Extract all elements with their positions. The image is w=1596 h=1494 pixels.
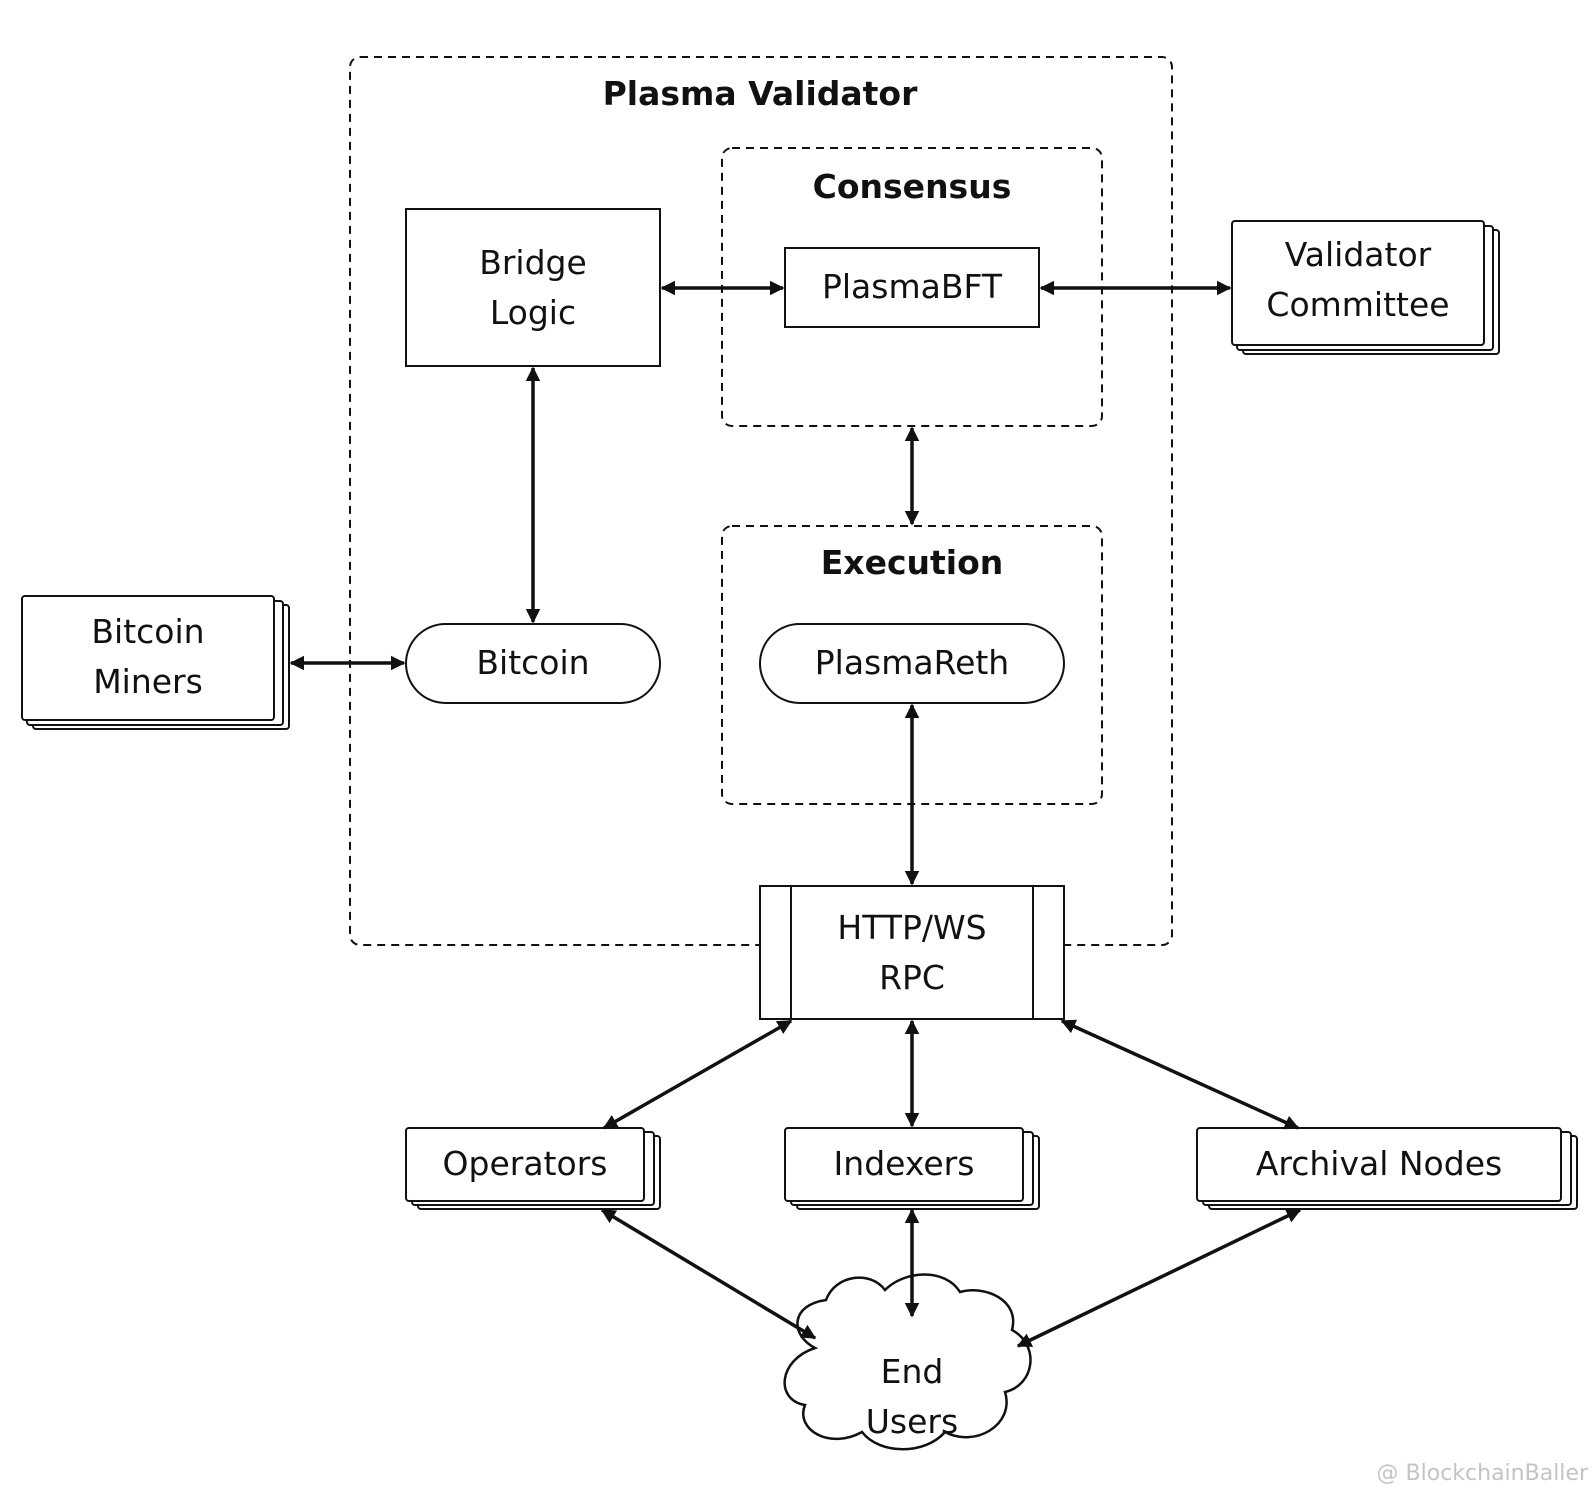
arrow-operators-users [600, 1208, 817, 1340]
validator-committee-stack [1231, 220, 1500, 355]
bridge-logic-box [405, 208, 661, 367]
bridge-logic-label: Bridge Logic [479, 243, 587, 332]
indexers-stack [784, 1127, 1040, 1210]
end-users-label: End Users [865, 1352, 959, 1441]
arrow-archival-users [1016, 1208, 1302, 1348]
plasma-bft-label: PlasmaBFT [821, 267, 1003, 306]
operators-label: Operators [442, 1144, 608, 1183]
archival-nodes-label: Archival Nodes [1255, 1144, 1503, 1183]
watermark-text: @ BlockchainBaller [1376, 1461, 1588, 1486]
end-users-cloud [783, 1273, 1032, 1451]
bitcoin-miners-label: Bitcoin Miners [91, 612, 205, 701]
execution-title: Execution [820, 543, 1004, 582]
consensus-title: Consensus [812, 167, 1012, 206]
archival-nodes-stack [1196, 1127, 1578, 1210]
operators-stack [405, 1127, 661, 1210]
bitcoin-pill [405, 623, 661, 704]
plasma-validator-title: Plasma Validator [602, 74, 918, 113]
rpc-box [759, 885, 1065, 1020]
plasma-bft-box [784, 247, 1040, 328]
indexers-label: Indexers [833, 1144, 975, 1183]
rpc-label: HTTP/WS RPC [837, 908, 987, 997]
arrow-rpc-archival [1060, 1019, 1300, 1130]
validator-committee-label: Validator Committee [1266, 235, 1450, 324]
bitcoin-label: Bitcoin [476, 643, 590, 682]
plasma-reth-pill [759, 623, 1065, 704]
plasma-reth-label: PlasmaReth [814, 643, 1010, 682]
bitcoin-miners-stack [21, 595, 290, 730]
arrow-rpc-operators [602, 1019, 793, 1130]
